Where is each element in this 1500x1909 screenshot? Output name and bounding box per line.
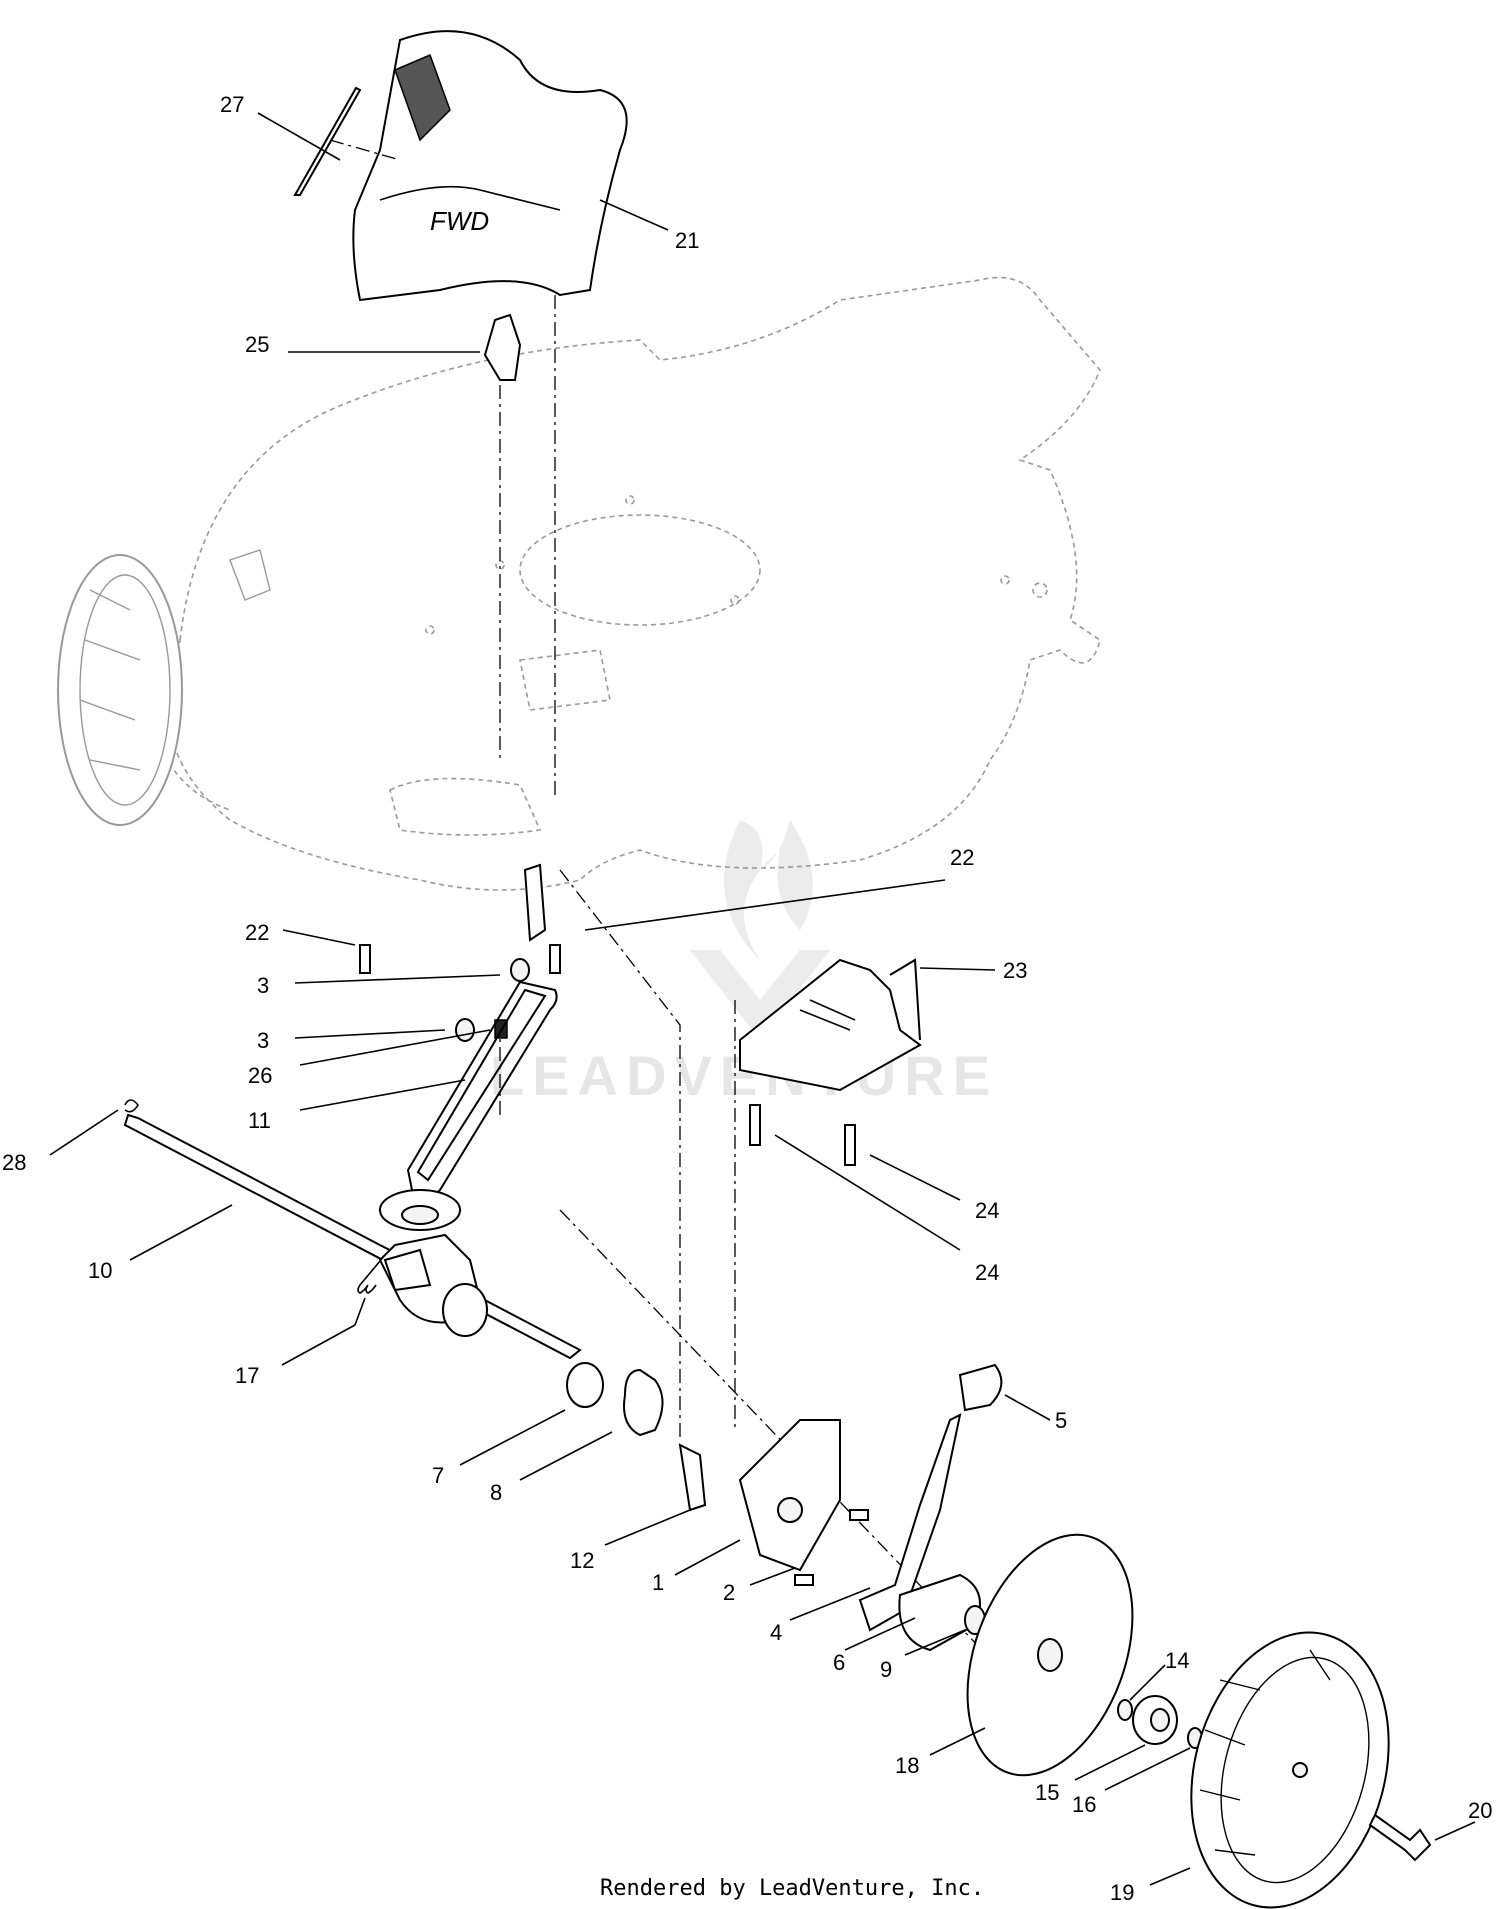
callout-4: 4 bbox=[770, 1620, 782, 1645]
callout-26: 26 bbox=[248, 1063, 272, 1088]
callout-18: 18 bbox=[895, 1753, 919, 1778]
callout-1: 1 bbox=[652, 1570, 664, 1595]
callout-25: 25 bbox=[245, 332, 269, 357]
part-15-pinion-gear bbox=[1132, 1695, 1178, 1745]
callout-labels: 27 21 25 22 22 23 3 3 26 11 28 24 24 10 … bbox=[2, 92, 1492, 1905]
callout-3-lower: 3 bbox=[257, 1028, 269, 1053]
part-8-bearing bbox=[623, 1368, 664, 1437]
callout-12: 12 bbox=[570, 1548, 594, 1573]
part-22-bolt bbox=[359, 944, 371, 974]
part-27-label bbox=[293, 86, 362, 196]
rear-wheel-ghost bbox=[57, 549, 271, 826]
part-3-spacer bbox=[510, 958, 530, 982]
callout-27: 27 bbox=[220, 92, 244, 117]
callout-5: 5 bbox=[1055, 1408, 1067, 1433]
part-12-bracket bbox=[678, 1443, 707, 1512]
callout-9: 9 bbox=[880, 1657, 892, 1682]
part-24-bolt bbox=[749, 1104, 761, 1146]
alignment-line bbox=[499, 869, 681, 1440]
callout-22-lower: 22 bbox=[245, 920, 269, 945]
callout-22-upper: 22 bbox=[950, 845, 974, 870]
part-14-washer bbox=[1117, 1699, 1133, 1721]
part-21-front-cover: FWD bbox=[352, 30, 628, 302]
leader-lines bbox=[49, 112, 1476, 1886]
fwd-logo-text: FWD bbox=[430, 206, 489, 236]
callout-28: 28 bbox=[2, 1150, 26, 1175]
callout-16: 16 bbox=[1072, 1792, 1096, 1817]
mower-deck-ghost bbox=[146, 276, 1101, 891]
part-1-side-plate bbox=[738, 1419, 841, 1572]
part-22-bolt bbox=[549, 944, 561, 974]
callout-3-upper: 3 bbox=[257, 973, 269, 998]
part-4-lever bbox=[858, 1413, 962, 1632]
callout-6: 6 bbox=[833, 1650, 845, 1675]
alignment-line bbox=[559, 1209, 1031, 1701]
callout-10: 10 bbox=[88, 1258, 112, 1283]
callout-2: 2 bbox=[723, 1580, 735, 1605]
callout-19: 19 bbox=[1110, 1880, 1134, 1905]
callout-7: 7 bbox=[432, 1463, 444, 1488]
callout-24-lower: 24 bbox=[975, 1260, 999, 1285]
part-20-bolt bbox=[1368, 1813, 1432, 1862]
transmission-gearbox bbox=[378, 1189, 488, 1337]
part-7-bushing bbox=[566, 1362, 604, 1408]
part-5-handle bbox=[958, 1363, 1003, 1412]
callout-8: 8 bbox=[490, 1480, 502, 1505]
alignment-line bbox=[329, 139, 401, 161]
part-23-guard bbox=[739, 958, 922, 1092]
callout-11: 11 bbox=[248, 1108, 271, 1133]
callout-14: 14 bbox=[1165, 1648, 1189, 1673]
callout-21: 21 bbox=[675, 228, 699, 253]
part-19-wheel bbox=[1190, 1631, 1390, 1909]
callout-20: 20 bbox=[1468, 1798, 1492, 1823]
part-25-bracket bbox=[483, 313, 522, 381]
part-10-axle bbox=[123, 1113, 582, 1360]
part-2-bolt bbox=[849, 1509, 869, 1521]
callout-23: 23 bbox=[1003, 958, 1027, 983]
part-17-spring bbox=[354, 1254, 386, 1326]
mounting-plate bbox=[523, 863, 547, 942]
part-28-clip bbox=[124, 1099, 139, 1113]
part-3-spacer bbox=[455, 1018, 475, 1042]
callout-24-upper: 24 bbox=[975, 1198, 999, 1223]
part-24-bolt bbox=[844, 1124, 856, 1166]
callout-17: 17 bbox=[235, 1363, 259, 1388]
part-2-bolt bbox=[794, 1574, 814, 1586]
callout-15: 15 bbox=[1035, 1780, 1059, 1805]
footer-credit: Rendered by LeadVenture, Inc. bbox=[600, 1876, 984, 1901]
